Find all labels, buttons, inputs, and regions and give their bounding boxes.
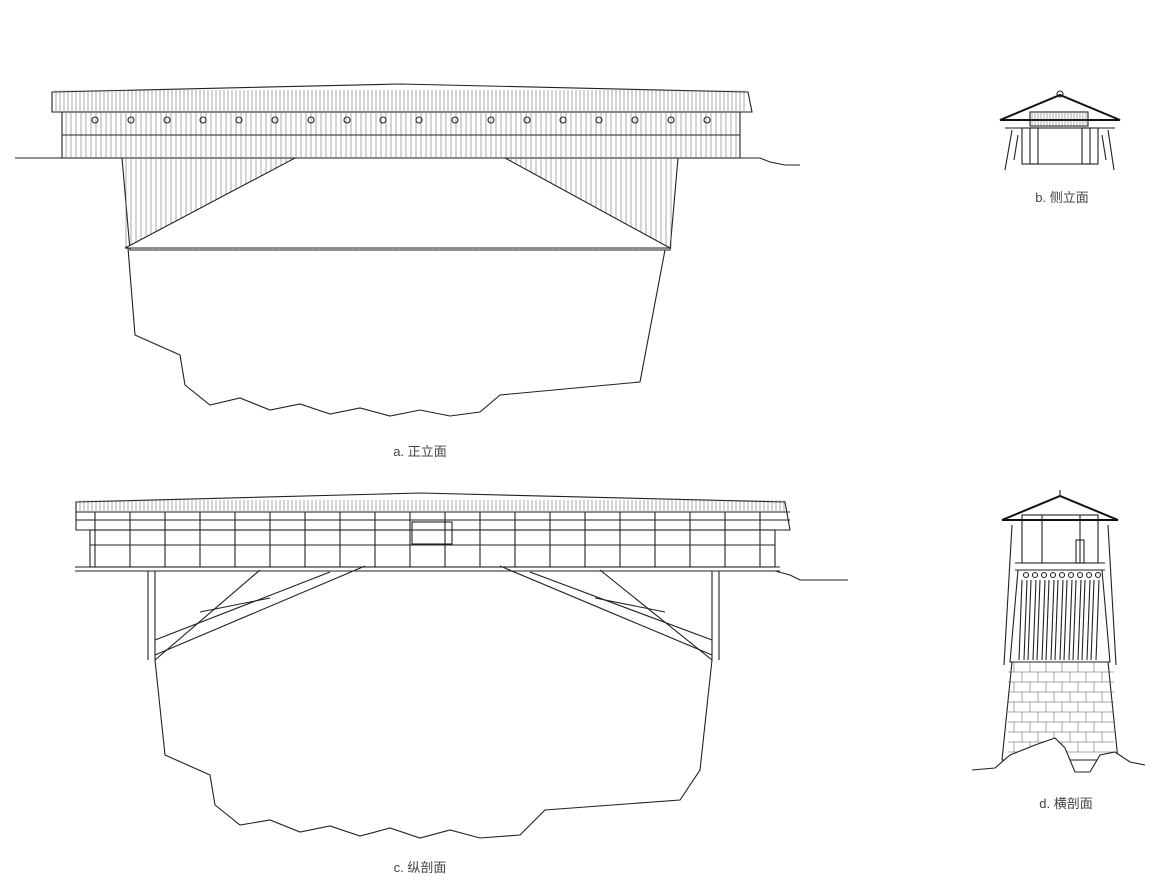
beam-end xyxy=(1067,571,1075,579)
caption-cross-section: d. 横剖面 xyxy=(1039,796,1093,811)
hatch-line xyxy=(154,569,261,661)
side-elevation-drawing xyxy=(999,90,1121,171)
arch-opening xyxy=(124,157,671,249)
cross-section-drawing xyxy=(971,490,1146,773)
hatch-line xyxy=(499,565,713,656)
beam-end xyxy=(1031,571,1039,579)
caption-longitudinal-section: c. 纵剖面 xyxy=(393,860,447,875)
rock-outline xyxy=(154,659,713,839)
hatch-line xyxy=(1081,579,1086,661)
beam-end xyxy=(1058,571,1066,579)
hatch-line xyxy=(1050,579,1055,661)
roof xyxy=(51,83,753,113)
hatch-line xyxy=(1041,579,1046,661)
caption-side-elevation: b. 侧立面 xyxy=(1035,190,1089,205)
ornament xyxy=(271,116,279,124)
longitudinal-section-drawing xyxy=(75,492,848,839)
caption-front-elevation: a. 正立面 xyxy=(393,444,447,459)
beam-end xyxy=(1040,571,1048,579)
hatch-line xyxy=(154,565,366,656)
hatch-line xyxy=(1023,579,1028,661)
ornament xyxy=(379,116,387,124)
hatch-line xyxy=(1095,579,1100,661)
ornament xyxy=(559,116,567,124)
ornament xyxy=(667,116,675,124)
hatch-line xyxy=(154,571,331,641)
ornament xyxy=(631,116,639,124)
front-elevation-drawing xyxy=(15,83,800,417)
ornament xyxy=(415,116,423,124)
beam-end xyxy=(1076,571,1084,579)
ornament xyxy=(523,116,531,124)
ornament xyxy=(163,116,171,124)
roof xyxy=(75,492,791,531)
hatch-line xyxy=(599,569,713,661)
hatch-line xyxy=(1077,579,1082,661)
ornament xyxy=(235,116,243,124)
rock-outline xyxy=(127,247,666,417)
beam-end xyxy=(1049,571,1057,579)
hatch-line xyxy=(1054,579,1059,661)
ornament xyxy=(127,116,135,124)
hatch-line xyxy=(594,597,666,613)
ornament xyxy=(451,116,459,124)
hatch-line xyxy=(1090,579,1095,661)
ornament xyxy=(343,116,351,124)
hatch-line xyxy=(1063,579,1068,661)
ornament xyxy=(595,116,603,124)
beam-end xyxy=(1094,571,1102,579)
hatch-line xyxy=(1018,579,1023,661)
ornament xyxy=(91,116,99,124)
hatch-line xyxy=(199,597,271,613)
hatch-line xyxy=(1027,579,1032,661)
ornament xyxy=(307,116,315,124)
hatch-line xyxy=(1068,579,1073,661)
ornament xyxy=(703,116,711,124)
hatch-line xyxy=(1036,579,1041,661)
hatch-line xyxy=(529,571,713,641)
ornament xyxy=(199,116,207,124)
hatch-line xyxy=(1072,579,1077,661)
hatch-line xyxy=(1045,579,1050,661)
beam-end xyxy=(1085,571,1093,579)
ornament xyxy=(487,116,495,124)
hatch-line xyxy=(1059,579,1064,661)
beam-end xyxy=(1022,571,1030,579)
hatch-line xyxy=(1086,579,1091,661)
hatch-line xyxy=(1032,579,1037,661)
